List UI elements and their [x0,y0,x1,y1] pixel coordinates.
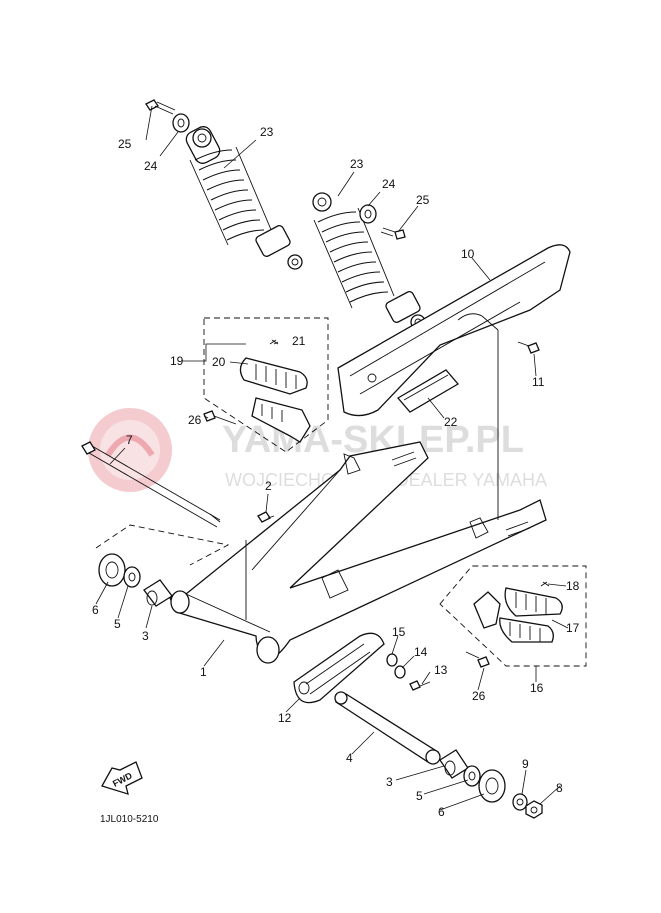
pivot-shaft-7 [81,441,221,528]
callout-14: 14 [414,645,428,659]
callout-8: 8 [556,781,563,795]
watermark-logo [88,408,172,492]
callout-11: 11 [532,375,545,389]
washer-24-right [359,204,377,224]
callout-23-left: 23 [260,125,274,139]
washer-14 [394,665,406,679]
callout-2: 2 [265,479,272,493]
callout-6-left: 6 [92,603,99,617]
pivot-shaft-guide [95,524,230,566]
callout-20: 20 [212,355,226,369]
callout-13: 13 [434,663,448,677]
washer-5-right [463,765,481,787]
diagram-code: 1JL010-5210 [100,814,159,825]
leader-lines [95,105,569,811]
footrest-rubber-20 [239,357,308,395]
washer-24-left [172,113,190,133]
callout-21: 21 [292,334,306,348]
seal-6-left [98,553,126,587]
grease-nipple-2 [257,511,275,523]
callout-19: 19 [170,354,184,368]
relay-arm-12 [293,632,385,704]
bolt-13 [409,680,431,691]
bolt-25-left [145,99,176,115]
footrest-bracket-16 [473,591,501,629]
forward-arrow-icon: FWD [101,761,143,795]
callout-23-right: 23 [350,157,364,171]
callout-12: 12 [278,711,292,725]
callout-9: 9 [522,757,529,771]
callout-25-right: 25 [416,193,430,207]
callout-26-upper: 26 [188,413,202,427]
collar-15 [386,653,398,667]
callout-17: 17 [566,621,580,635]
label-22 [396,369,460,413]
washer-9 [512,793,528,811]
bolt-11 [517,341,540,354]
callouts: 1 2 3 3 4 5 5 6 6 7 8 9 10 11 12 13 14 1… [92,125,580,819]
bolt-26-upper [203,410,237,425]
callout-4: 4 [346,751,353,765]
callout-25-left: 25 [118,137,132,151]
rear-shock-absorber-left [185,126,303,270]
callout-7: 7 [126,433,133,447]
callout-16: 16 [530,681,544,695]
callout-5-right: 5 [416,789,423,803]
callout-15: 15 [392,625,406,639]
bolt-26-lower [465,651,490,668]
callout-18: 18 [566,579,580,593]
callout-6-right: 6 [438,805,445,819]
callout-3-left: 3 [142,629,149,643]
callout-5-left: 5 [114,617,121,631]
screw-21 [269,339,279,345]
bushing-3-left [143,579,173,607]
seal-6-right [478,769,506,803]
callout-3-right: 3 [386,775,393,789]
watermark: YAMA-SKLEP.PL WOJCIECHOWICZ | DEALER YAM… [88,408,547,492]
chain-case [337,244,571,417]
callout-24-right: 24 [382,177,396,191]
washer-5-left [123,566,141,588]
callout-10: 10 [461,247,475,261]
bolt-25-right [380,227,406,240]
rear-arm-1 [169,441,547,664]
footrest-group-16-outline [439,565,587,667]
footrest-bracket-19 [251,397,311,443]
callout-26-lower: 26 [472,689,486,703]
shaft-4 [334,691,441,765]
callout-24-left: 24 [144,159,158,173]
screw-18 [540,581,550,587]
footrest-rubber-17 [499,587,563,643]
callout-22: 22 [444,415,458,429]
callout-1: 1 [200,665,207,679]
footrest-group-19-outline [203,317,329,453]
nut-8 [525,800,543,819]
